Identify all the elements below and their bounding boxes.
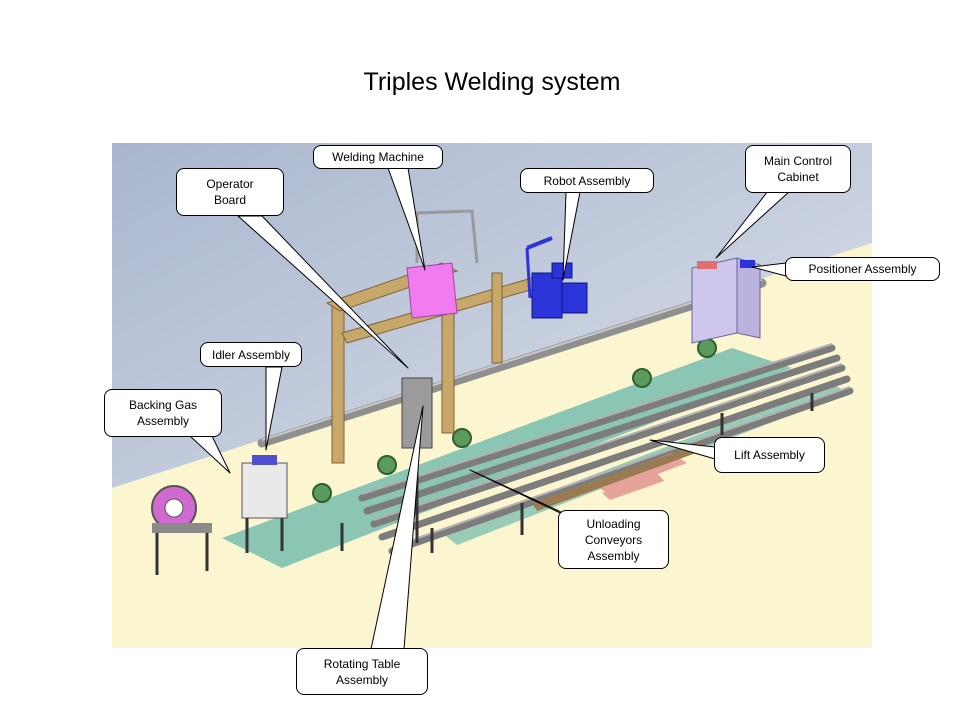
callout-positioner-assembly: Positioner Assembly [785,257,940,281]
callout-rotating-table-assembly: Rotating Table Assembly [296,648,428,695]
callout-main-control-cabinet: Main Control Cabinet [745,145,851,193]
idler-assembly-stand [241,455,288,553]
page-title: Triples Welding system [363,68,621,96]
main-pipe [257,278,767,448]
callout-robot-assembly: Robot Assembly [520,168,654,193]
callout-operator-board: Operator Board [176,168,284,216]
welding-machine-body [406,262,458,319]
callout-lift-assembly: Lift Assembly [714,437,825,473]
callout-unloading-conveyors-assembly: Unloading Conveyors Assembly [558,510,669,569]
callout-backing-gas-assembly: Backing Gas Assembly [104,389,222,437]
callout-idler-assembly: Idler Assembly [200,342,302,367]
callout-welding-machine: Welding Machine [313,145,443,169]
pipe-rack [358,344,854,555]
cabinet-body [691,257,738,344]
backing-gas-reel [151,485,212,575]
welding-system-illustration [112,143,872,648]
